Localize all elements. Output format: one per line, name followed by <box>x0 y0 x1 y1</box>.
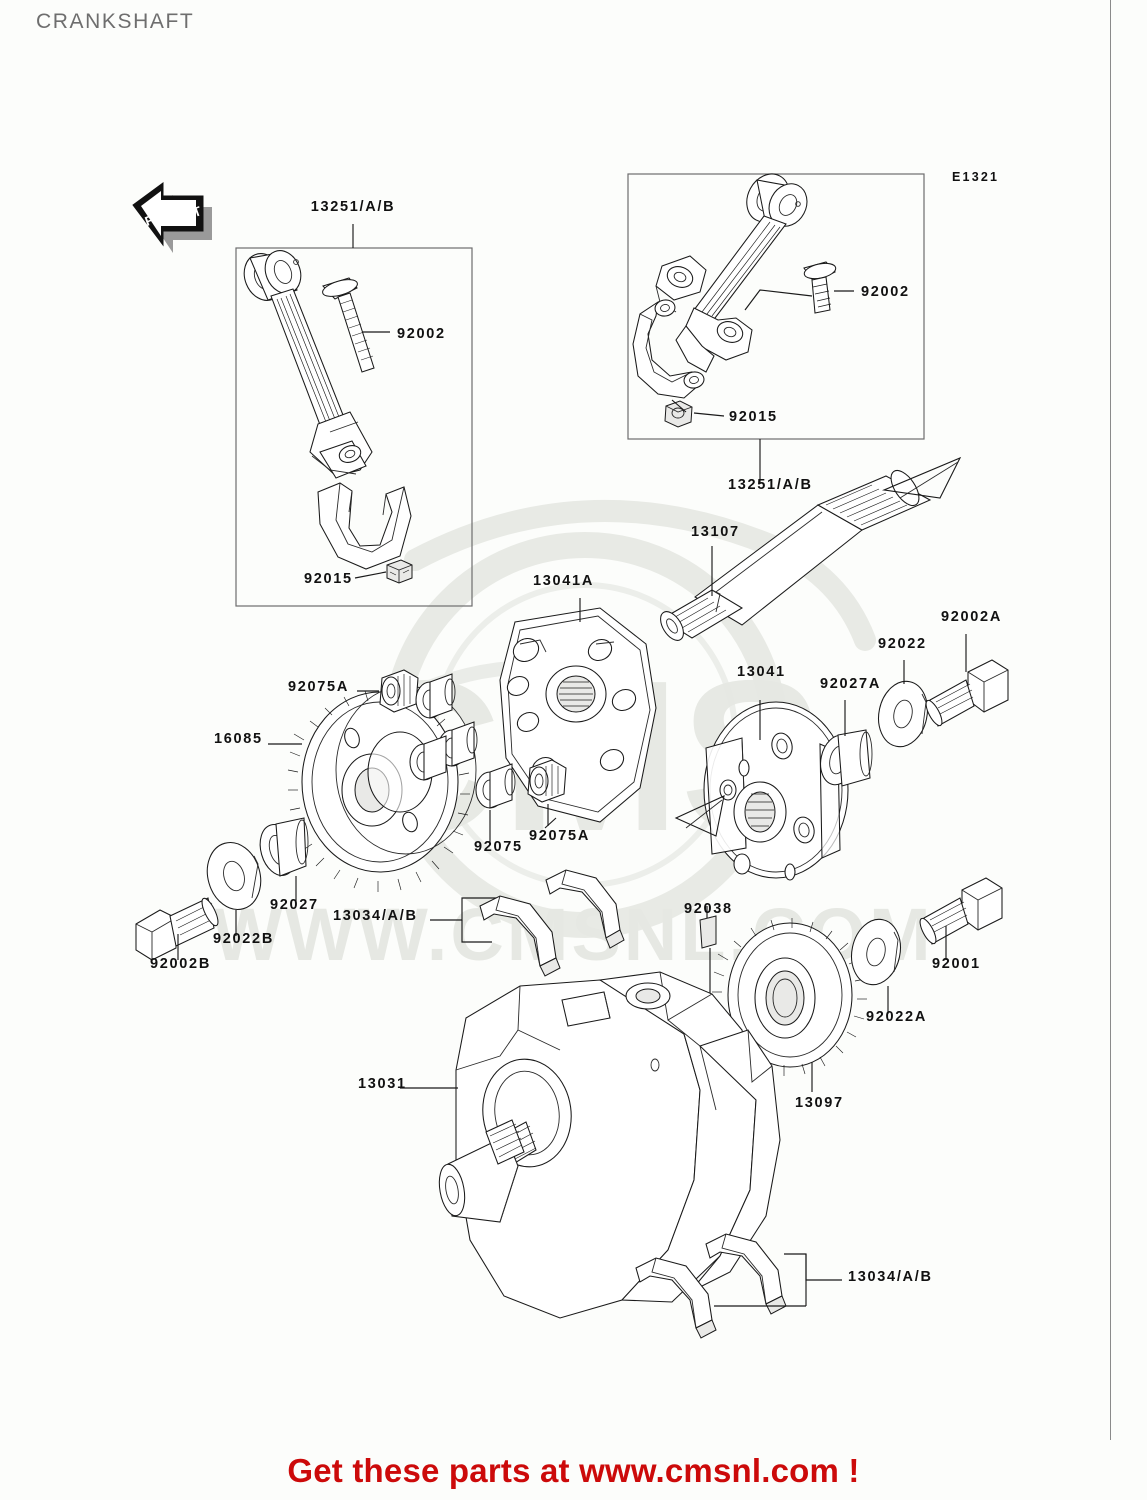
connecting-rod-illustration-left <box>243 250 373 479</box>
collar-illustration <box>259 817 309 877</box>
page-frame-rule <box>1110 0 1111 1440</box>
conrod-detail-box-left <box>235 224 473 607</box>
bolt-illustration <box>919 877 1003 945</box>
connecting-rod-illustration-right <box>655 173 808 373</box>
callout-labels: 13251/A/B 92002 92015 92002 92015 13251/… <box>150 199 1002 1285</box>
callout-92027a: 92027A <box>820 676 881 692</box>
conrod-bearing-shells-right <box>632 299 705 399</box>
callout-92002a: 92002A <box>941 609 1002 625</box>
callout-92022b: 92022B <box>213 931 274 947</box>
washer-b-illustration <box>206 842 262 910</box>
main-bearing-lower-illustration <box>635 1233 842 1339</box>
bolt-b-illustration <box>135 897 219 961</box>
callout-92075: 92075 <box>474 839 523 855</box>
diagram-code-label: E1321 <box>952 170 1000 184</box>
callout-92022: 92022 <box>878 636 927 652</box>
callout-92075a-lower: 92075A <box>529 828 590 844</box>
collar-a-illustration <box>820 729 873 787</box>
balancer-weight-illustration <box>674 700 849 881</box>
svg-text:N: N <box>179 205 194 223</box>
callout-13034-lower: 13034/A/B <box>848 1269 933 1285</box>
callout-92022a: 92022A <box>866 1009 927 1025</box>
callout-92015-left: 92015 <box>304 571 353 587</box>
balancer-shaft-illustration <box>660 456 962 641</box>
crankshaft-gear-illustration <box>712 918 867 1092</box>
callout-92001: 92001 <box>932 956 981 972</box>
callout-92038: 92038 <box>684 901 733 917</box>
svg-text:R: R <box>154 209 169 227</box>
damper-rollers-illustration <box>357 669 567 844</box>
callout-13041a: 13041A <box>533 573 594 589</box>
callout-92075a-upper: 92075A <box>288 679 349 695</box>
washer-illustration <box>878 680 928 748</box>
page-title: CRANKSHAFT <box>36 10 195 33</box>
callout-92027: 92027 <box>270 897 319 913</box>
callout-13034-upper: 13034/A/B <box>333 908 418 924</box>
balancer-gear-illustration <box>268 685 477 892</box>
conrod-bolt-illustration-left <box>322 277 375 373</box>
callout-leaders <box>354 290 854 596</box>
callout-13097: 13097 <box>795 1095 844 1111</box>
callout-92015-right: 92015 <box>729 409 778 425</box>
callout-13251-right: 13251/A/B <box>728 477 813 493</box>
damper-roller-4 <box>475 763 516 809</box>
callout-16085: 16085 <box>214 731 263 747</box>
callout-92002-right: 92002 <box>861 284 910 300</box>
callout-92002b: 92002B <box>150 956 211 972</box>
callout-13251-left: 13251/A/B <box>311 199 396 215</box>
conrod-bearing-cap-left <box>317 482 412 570</box>
washer-a-illustration <box>851 918 901 986</box>
svg-text:O: O <box>166 207 182 225</box>
right-crank-fasteners <box>851 877 1003 1014</box>
bolt-a-illustration <box>925 659 1009 727</box>
main-bearing-upper-illustration <box>430 869 625 977</box>
callout-92002-left: 92002 <box>397 326 446 342</box>
conrod-detail-box-right <box>627 173 925 476</box>
conrod-bolt-illustration-right <box>744 261 837 314</box>
footer-cta: Get these parts at www.cmsnl.com ! <box>287 1452 860 1489</box>
right-fastener-stack <box>820 634 1009 787</box>
damper-roller-1 <box>415 673 456 719</box>
conrod-nut-illustration-right <box>664 399 693 428</box>
left-fastener-stack <box>135 817 309 961</box>
callout-13107: 13107 <box>691 524 740 540</box>
damper-a-upper-part <box>379 669 419 713</box>
callout-13031: 13031 <box>358 1076 407 1092</box>
conrod-nut-illustration-left <box>386 559 413 584</box>
damper-a-lower-part <box>527 759 567 803</box>
damper-roller-3 <box>409 735 447 781</box>
front-arrow-icon: F R O N T <box>132 182 212 253</box>
crankshaft-illustration <box>400 971 781 1319</box>
callout-13041: 13041 <box>737 664 786 680</box>
